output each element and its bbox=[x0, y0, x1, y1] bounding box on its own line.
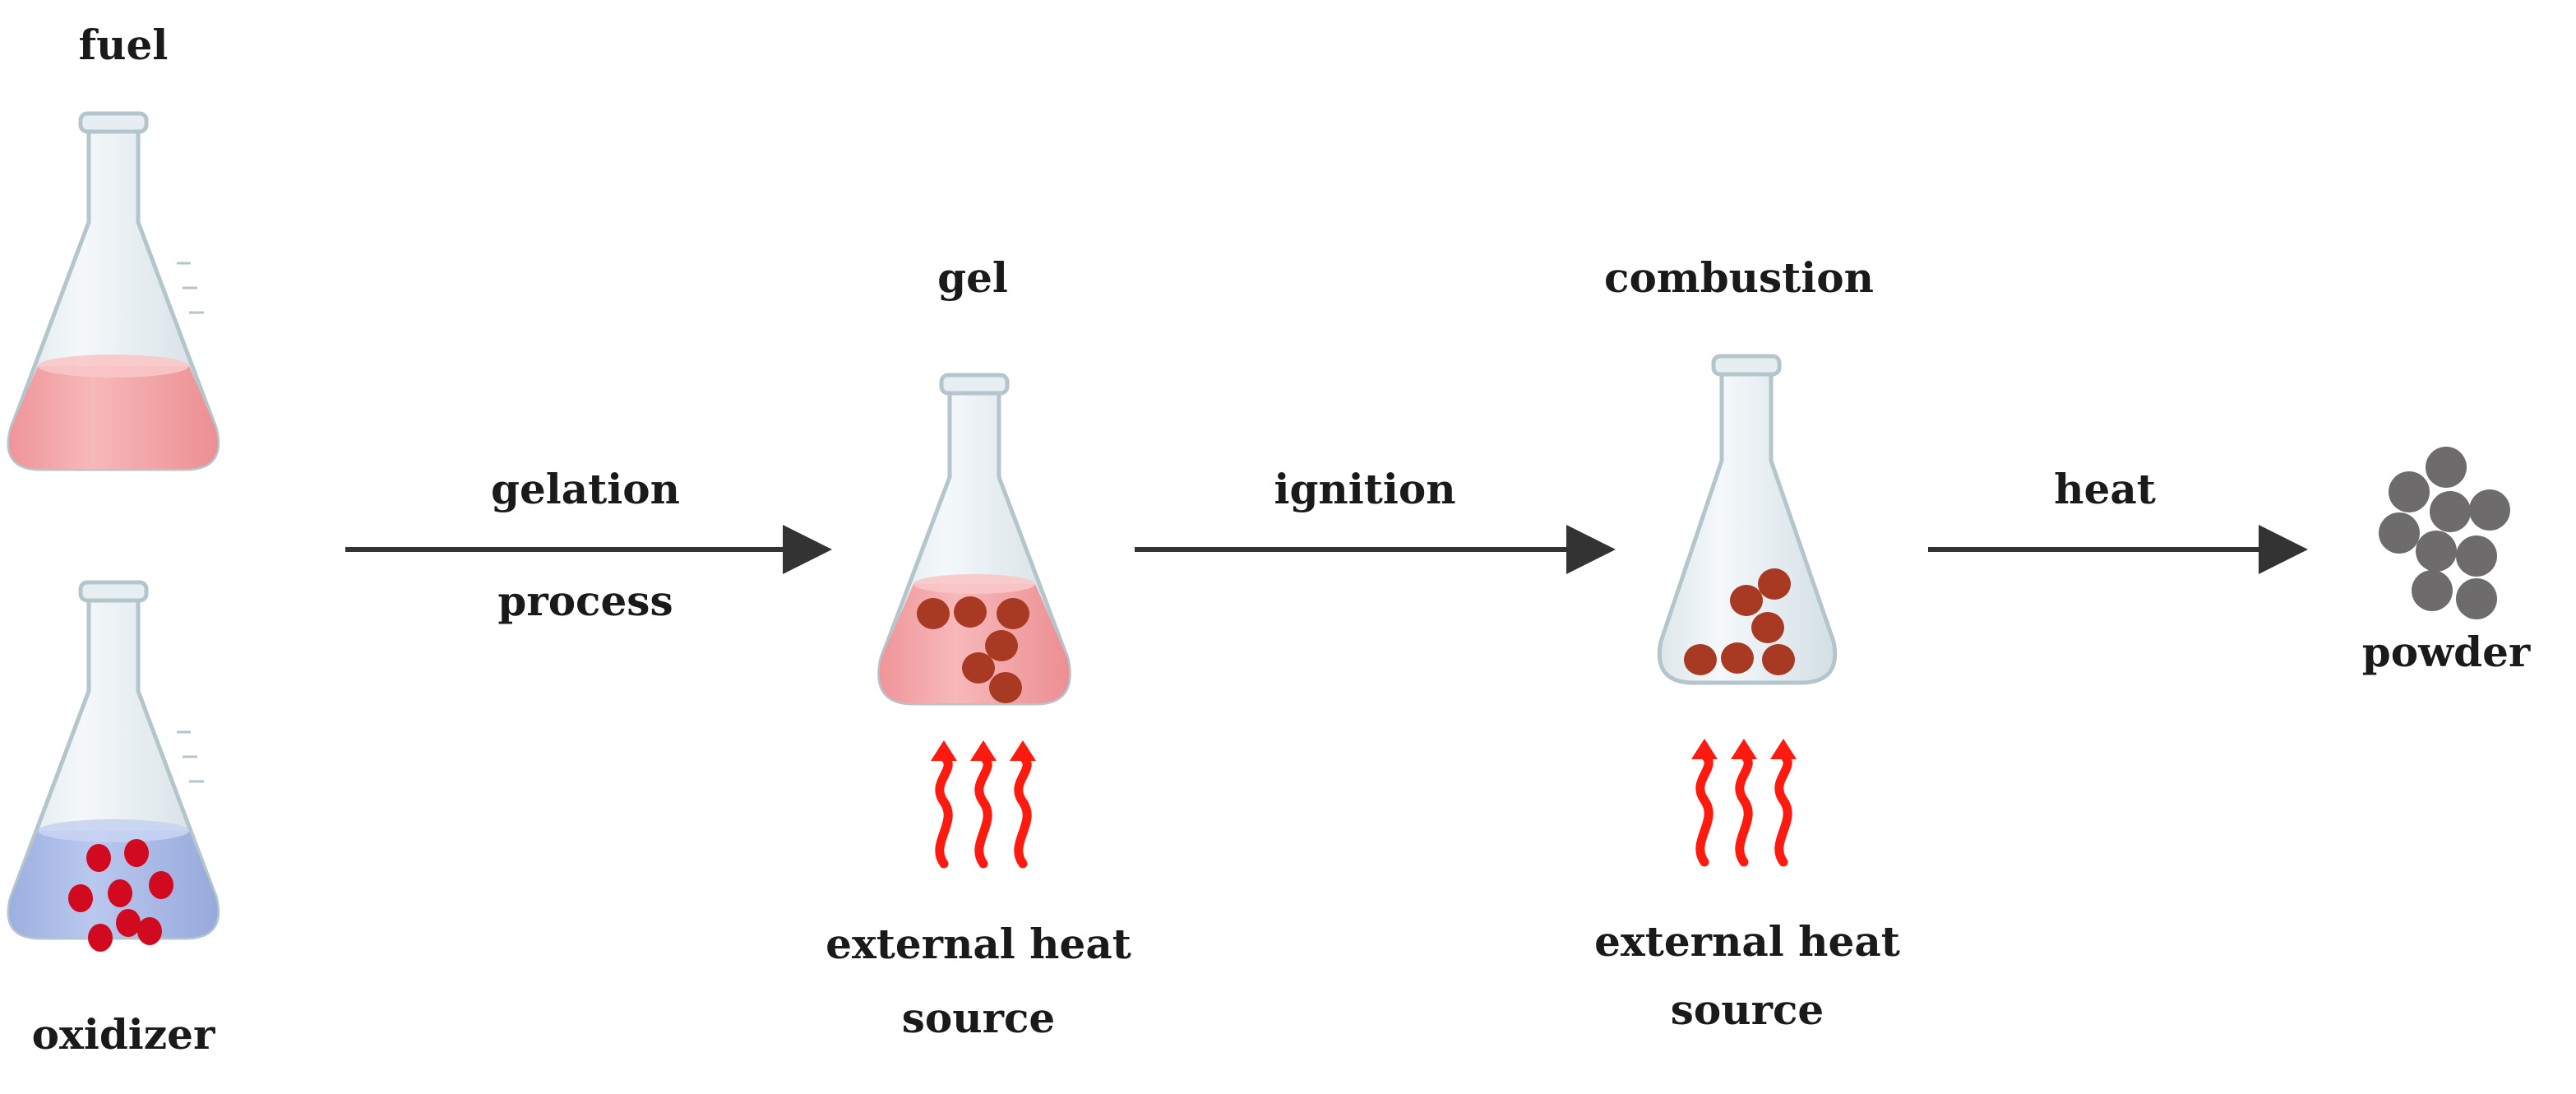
oxidizer-particles bbox=[68, 839, 173, 952]
combustion-label: combustion bbox=[1604, 253, 1874, 302]
heat-source-1-line2: source bbox=[902, 994, 1055, 1042]
oxidizer-label: oxidizer bbox=[32, 1010, 215, 1059]
heat-source-2-line1: external heat bbox=[1594, 917, 1900, 966]
process-label: process bbox=[497, 577, 673, 625]
gelation-label: gelation bbox=[491, 465, 680, 513]
wavy-heat-arrow-icon bbox=[1691, 739, 1797, 867]
combustion-flask-icon bbox=[1657, 354, 1838, 685]
ignition-label: ignition bbox=[1274, 465, 1455, 513]
gel-particles bbox=[917, 596, 1029, 703]
fuel-liquid bbox=[8, 366, 218, 469]
gel-flask-icon bbox=[877, 373, 1071, 706]
fuel-label: fuel bbox=[79, 21, 169, 69]
heat-source-2-line2: source bbox=[1671, 985, 1824, 1034]
gel-label: gel bbox=[937, 253, 1008, 302]
heat-label: heat bbox=[2054, 465, 2156, 513]
heat-source-1-line1: external heat bbox=[826, 920, 1131, 968]
fuel-flask-icon bbox=[7, 111, 220, 471]
powder-particles-icon bbox=[2379, 447, 2510, 619]
oxidizer-flask-icon bbox=[7, 580, 220, 952]
powder-label: powder bbox=[2362, 628, 2531, 676]
wavy-heat-arrow-icon bbox=[931, 740, 1036, 869]
combustion-particles bbox=[1684, 568, 1795, 675]
